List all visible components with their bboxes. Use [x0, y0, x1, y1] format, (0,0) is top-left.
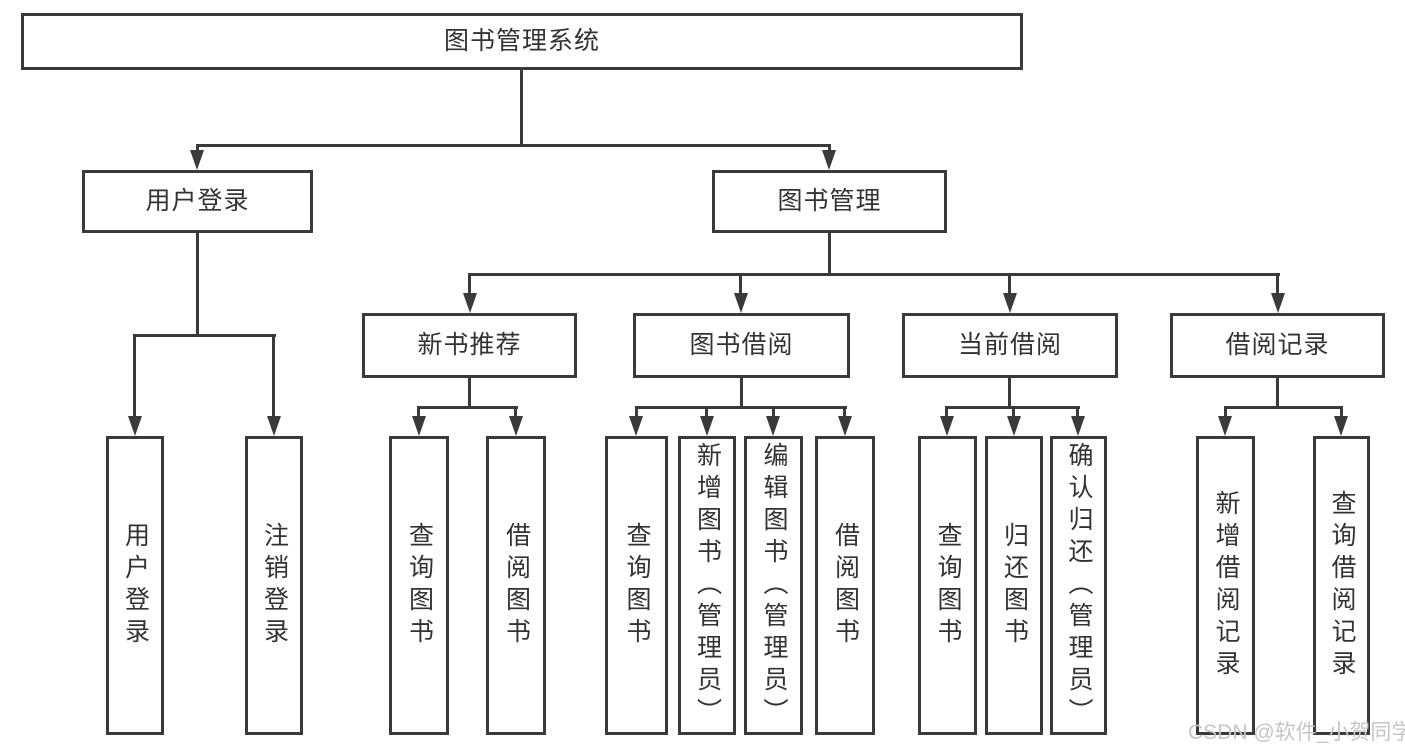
arrowhead-down — [1007, 416, 1021, 436]
connector-line — [520, 70, 523, 147]
node-user-login: 用户登录 — [82, 170, 313, 233]
node-new-books: 新书推荐 — [362, 313, 577, 378]
arrowhead-down — [1071, 416, 1085, 436]
connector-line — [705, 406, 708, 420]
leaf-borrow-edit-books-admin: 编辑图书（管理员） — [744, 436, 803, 735]
connector-line — [945, 406, 948, 420]
connector-line — [196, 144, 831, 147]
node-root: 图书管理系统 — [21, 13, 1023, 70]
connector-line — [1340, 406, 1343, 420]
connector-line — [1224, 406, 1227, 420]
leaf-records-query-record: 查询借阅记录 — [1313, 436, 1370, 735]
arrowhead-down — [1003, 293, 1017, 313]
leaf-user-login-label: 用户登录 — [121, 521, 150, 650]
leaf-logout-login: 注销登录 — [245, 436, 303, 735]
arrowhead-down — [822, 150, 836, 170]
arrowhead-down — [1334, 416, 1348, 436]
arrowhead-down — [766, 416, 780, 436]
arrowhead-down — [267, 416, 281, 436]
node-book-borrow: 图书借阅 — [633, 313, 850, 378]
node-current-borrow: 当前借阅 — [902, 313, 1118, 378]
leaf-records-add-record-label: 新增借阅记录 — [1212, 489, 1240, 682]
connector-line — [843, 406, 846, 420]
leaf-current-return-books: 归还图书 — [985, 436, 1043, 735]
connector-line — [828, 233, 831, 276]
connector-line — [468, 273, 471, 299]
connector-line — [468, 378, 471, 409]
connector-line — [1276, 378, 1279, 409]
node-new-books-label: 新书推荐 — [417, 331, 522, 359]
node-current-borrow-label: 当前借阅 — [957, 331, 1062, 359]
connector-line — [1224, 406, 1343, 409]
node-borrow-records: 借阅记录 — [1170, 313, 1385, 378]
leaf-records-add-record: 新增借阅记录 — [1196, 436, 1255, 735]
connector-line — [740, 378, 743, 409]
leaf-current-query-books: 查询图书 — [918, 436, 977, 735]
leaf-current-return-books-label: 归还图书 — [1000, 521, 1029, 650]
leaf-records-query-record-label: 查询借阅记录 — [1328, 489, 1356, 682]
node-root-label: 图书管理系统 — [443, 27, 600, 55]
leaf-borrow-edit-books-admin-label: 编辑图书（管理员） — [760, 441, 788, 730]
leaf-borrow-add-books-admin: 新增图书（管理员） — [678, 436, 736, 735]
leaf-logout-login-label: 注销登录 — [260, 521, 289, 650]
connector-line — [468, 273, 1280, 276]
arrowhead-down — [629, 416, 643, 436]
watermark: CSDN @软件_小贺同学 — [1188, 721, 1405, 744]
arrowhead-down — [509, 416, 523, 436]
connector-line — [1076, 406, 1079, 420]
leaf-user-login: 用户登录 — [106, 436, 164, 735]
leaf-newbooks-borrow-books: 借阅图书 — [486, 436, 546, 735]
connector-line — [417, 406, 518, 409]
leaf-borrow-borrow-books-label: 借阅图书 — [831, 521, 860, 650]
leaf-current-confirm-return-admin-label: 确认归还（管理员） — [1065, 441, 1093, 730]
arrowhead-down — [1218, 416, 1232, 436]
arrowhead-down — [463, 293, 477, 313]
leaf-borrow-query-books-label: 查询图书 — [623, 521, 651, 650]
connector-line — [635, 406, 847, 409]
leaf-borrow-borrow-books: 借阅图书 — [815, 436, 875, 735]
node-book-mgmt-label: 图书管理 — [777, 187, 882, 215]
connector-line — [635, 406, 638, 420]
node-user-login-label: 用户登录 — [145, 187, 250, 215]
connector-line — [1008, 378, 1011, 409]
connector-line — [272, 334, 275, 420]
leaf-newbooks-query-books: 查询图书 — [389, 436, 449, 735]
connector-line — [133, 334, 276, 337]
arrowhead-down — [838, 416, 852, 436]
connector-line — [133, 334, 136, 420]
node-book-mgmt: 图书管理 — [712, 170, 947, 233]
arrowhead-down — [700, 416, 714, 436]
leaf-current-confirm-return-admin: 确认归还（管理员） — [1050, 436, 1107, 735]
connector-line — [417, 406, 420, 420]
connector-line — [1276, 273, 1279, 299]
arrowhead-down — [734, 293, 748, 313]
connector-line — [1012, 406, 1015, 420]
leaf-borrow-add-books-admin-label: 新增图书（管理员） — [693, 441, 722, 730]
arrowhead-down — [128, 416, 142, 436]
connector-line — [1008, 273, 1011, 299]
leaf-borrow-query-books: 查询图书 — [605, 436, 668, 735]
node-book-borrow-label: 图书借阅 — [689, 331, 794, 359]
arrowhead-down — [190, 150, 204, 170]
arrowhead-down — [940, 416, 954, 436]
connector-line — [772, 406, 775, 420]
leaf-newbooks-query-books-label: 查询图书 — [405, 521, 434, 650]
arrowhead-down — [412, 416, 426, 436]
connector-line — [739, 273, 742, 299]
leaf-newbooks-borrow-books-label: 借阅图书 — [502, 521, 531, 650]
connector-line — [196, 233, 199, 337]
connector-line — [514, 406, 517, 420]
arrowhead-down — [1271, 293, 1285, 313]
leaf-current-query-books-label: 查询图书 — [934, 521, 962, 650]
node-borrow-records-label: 借阅记录 — [1225, 331, 1330, 359]
